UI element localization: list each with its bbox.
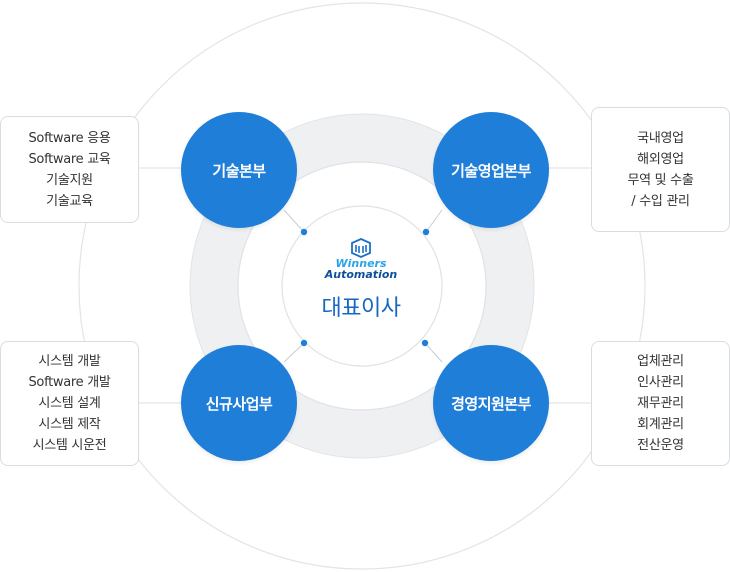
connector-top-right (425, 209, 443, 233)
dot-bottom-left (300, 339, 308, 347)
duty-item: 시스템 시운전 (32, 438, 107, 453)
connector-bottom-left (283, 342, 305, 363)
duty-item: 무역 및 수출 (627, 172, 694, 188)
duty-box-tech: Software 응용 Software 교육 기술지원 기술교육 (0, 116, 139, 223)
duty-item: 기술교육 (46, 193, 93, 209)
duty-item: 국내영업 (637, 130, 684, 146)
duty-item: 기술지원 (46, 172, 93, 188)
connector-top-left (283, 209, 305, 233)
duty-item: Software 응용 (28, 130, 111, 146)
division-node-management-support: 경영지원본부 (433, 345, 549, 461)
duty-item: 시스템 설계 (38, 396, 101, 411)
winners-logo-icon (351, 238, 371, 258)
connector-bottom-right (424, 342, 443, 363)
duty-item: 업체관리 (637, 354, 684, 369)
duty-item: 시스템 개발 (38, 354, 101, 369)
logo-line2: Automation (324, 268, 398, 281)
winners-logo-text: Winners Automation (325, 258, 397, 280)
duty-item: Software 교육 (28, 151, 111, 167)
dot-bottom-right (421, 339, 429, 347)
dot-top-right (422, 228, 430, 236)
division-node-tech-sales: 기술영업본부 (433, 112, 549, 228)
outer-ring (78, 2, 646, 570)
division-node-new-business: 신규사업부 (181, 345, 297, 461)
center-circle (281, 205, 443, 367)
ceo-center: Winners Automation 대표이사 (286, 226, 436, 346)
duty-item: 회계관리 (637, 417, 684, 432)
ceo-title: 대표이사 (321, 296, 401, 321)
duty-item: 전산운영 (637, 438, 684, 453)
duty-item: 재무관리 (637, 396, 684, 411)
duty-box-new-business: 시스템 개발 Software 개발 시스템 설계 시스템 제작 시스템 시운전 (0, 341, 139, 466)
logo-line1: Winners (335, 257, 387, 270)
division-node-tech: 기술본부 (181, 112, 297, 228)
duty-box-tech-sales: 국내영업 해외영업 무역 및 수출 / 수입 관리 (591, 107, 730, 232)
duty-item: 인사관리 (637, 375, 684, 390)
duty-item: 시스템 제작 (38, 417, 101, 432)
duty-box-management-support: 업체관리 인사관리 재무관리 회계관리 전산운영 (591, 341, 730, 466)
dot-top-left (300, 228, 308, 236)
duty-item: / 수입 관리 (631, 193, 690, 209)
duty-item: Software 개발 (28, 375, 111, 390)
duty-item: 해외영업 (637, 151, 684, 167)
